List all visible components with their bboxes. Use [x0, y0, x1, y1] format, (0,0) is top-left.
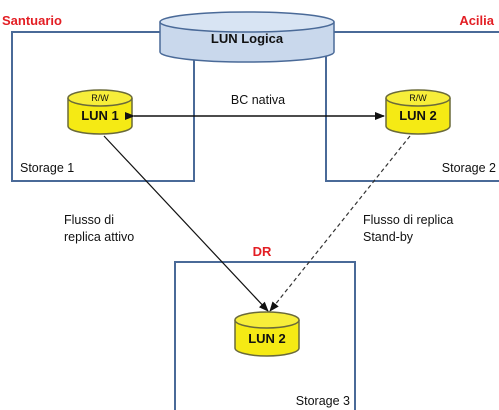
storage-1-label: Storage 1: [20, 161, 74, 175]
active-replica-arrow: [103, 135, 269, 312]
lun-2-acilia-cylinder: R/W LUN 2: [385, 89, 451, 135]
lun-2-acilia-mode: R/W: [409, 93, 427, 103]
storage-3-box: [174, 261, 356, 410]
site-label-acilia: Acilia: [459, 13, 494, 28]
lun-2-acilia-label: LUN 2: [399, 108, 437, 123]
site-label-santuario: Santuario: [2, 13, 62, 28]
lun-1-mode: R/W: [91, 93, 109, 103]
storage-2-box: [325, 31, 499, 182]
standby-replica-label-line-2: Stand-by: [363, 230, 414, 244]
logical-lun-cylinder: LUN Logica: [159, 11, 335, 63]
lun-1-cylinder: R/W LUN 1: [67, 89, 133, 135]
bc-native-label: BC nativa: [231, 93, 285, 107]
storage-2-label: Storage 2: [442, 161, 496, 175]
site-label-dr: DR: [253, 244, 272, 259]
storage-1-box: [11, 31, 195, 182]
active-replica-label-line-2: replica attivo: [64, 230, 134, 244]
standby-replica-label-line-1: Flusso di replica: [363, 213, 453, 227]
lun-2-dr-cylinder: LUN 2: [234, 311, 300, 357]
active-replica-label-line-1: Flusso di: [64, 213, 114, 227]
logical-lun-label: LUN Logica: [211, 31, 284, 46]
lun-1-label: LUN 1: [81, 108, 119, 123]
storage-3-label: Storage 3: [296, 394, 350, 408]
standby-replica-arrow: [269, 135, 411, 312]
lun-2-dr-label: LUN 2: [248, 331, 286, 346]
